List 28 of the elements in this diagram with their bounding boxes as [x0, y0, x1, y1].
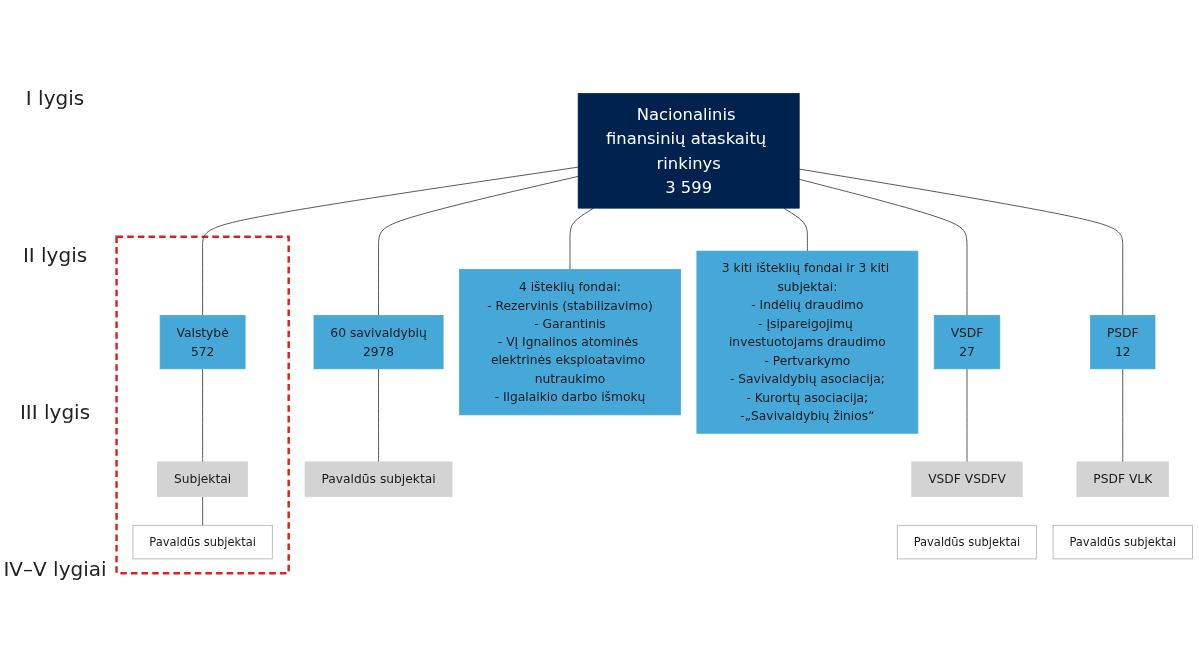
connector [783, 207, 808, 252]
node-box: 3 kiti išteklių fondai ir 3 kiti subjektai: - Indėlių draudimo - Įsipareigojimų investuotojams draudimo - Pertvarkymo - Savivaldybių asociacija; - Kurortų asociacija; -„Savivaldybių žinios“ [696, 250, 919, 434]
level-label: IV–V lygiai [2, 556, 108, 581]
node-box: Pavaldūs subjektai [1052, 525, 1193, 560]
node-box: PSDF VLK [1076, 461, 1169, 498]
node-box: PSDF 12 [1090, 315, 1156, 370]
node-box: VSDF VSDFV [911, 461, 1023, 498]
connector [1122, 368, 1124, 463]
connector [378, 368, 379, 463]
node-box: 60 savivaldybių 2978 [313, 315, 444, 370]
node-box: Subjektai [157, 461, 248, 498]
connector [378, 176, 579, 317]
level-label: I lygis [24, 86, 86, 111]
node-box: 4 išteklių fondai: - Rezervinis (stabilizavimo) - Garantinis - VĮ Ignalinos atominės elektrinės eksploatavimo nutraukimo - Ilgalaikio darbo išmokų [459, 269, 681, 416]
cluster [115, 235, 290, 575]
level-label: III lygis [18, 399, 92, 424]
connector [202, 166, 579, 317]
node-box: Pavaldūs subjektai [132, 525, 273, 560]
node-box: Pavaldūs subjektai [896, 525, 1038, 560]
connector [202, 496, 204, 526]
node-box: Pavaldūs subjektai [304, 461, 453, 498]
node-box: VSDF 27 [933, 315, 1001, 370]
connector [202, 368, 204, 463]
node-box: Valstybė 572 [159, 315, 246, 370]
level-label: II lygis [21, 243, 89, 268]
node-box: Nacionalinis finansinių ataskaitų rinkinys 3 599 [577, 93, 800, 209]
connector [798, 179, 968, 317]
connector [798, 168, 1124, 317]
